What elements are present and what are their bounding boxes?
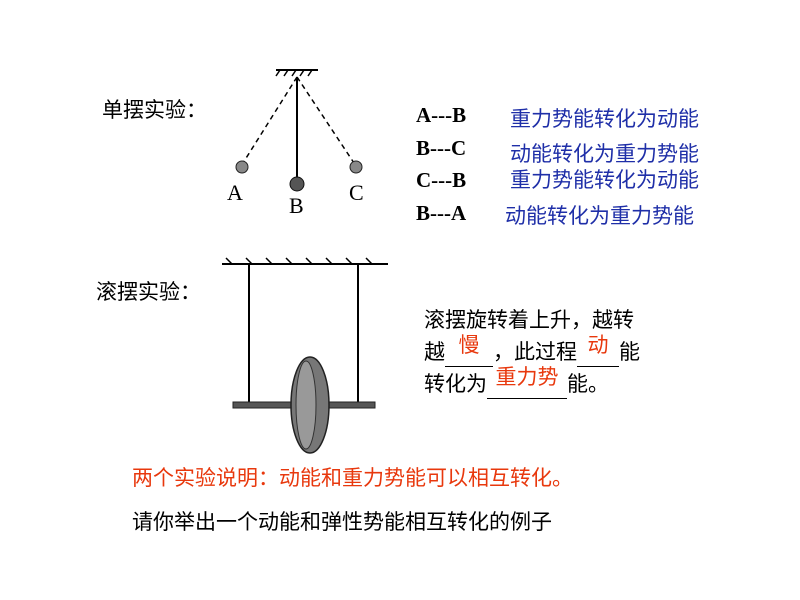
question-text: 请你举出一个动能和弹性势能相互转化的例子 (132, 510, 552, 534)
wheel-ceiling-hatch (225, 257, 373, 265)
pendulum-string-left (242, 76, 298, 164)
maxwell-title: 滚摆实验： (96, 280, 201, 304)
segment-description: 重力势能转化为动能 (510, 107, 699, 131)
answer-2: 动 (587, 333, 609, 357)
point-label-b: B (289, 193, 304, 218)
answer-blank-1: 慢 (445, 333, 493, 367)
maxwell-line3-suffix: 能。 (567, 372, 609, 396)
segment-description: 重力势能转化为动能 (510, 168, 699, 192)
pendulum-bob-a (235, 160, 249, 174)
maxwell-wheel-diagram (222, 257, 388, 454)
maxwell-line-3: 转化为重力势能。 (424, 365, 609, 399)
answer-blank-2: 动 (577, 333, 619, 367)
segment-label: B---A (416, 201, 467, 225)
maxwell-line-1: 滚摆旋转着上升，越转 (424, 308, 634, 332)
maxwell-line3-prefix: 转化为 (424, 372, 487, 396)
maxwell-line-2: 越慢 ，此过程动能 (424, 333, 640, 367)
pendulum-title: 单摆实验： (102, 98, 207, 122)
pendulum-bob-c (349, 160, 363, 174)
point-label-c: C (349, 180, 364, 205)
pendulum-ceiling-hatch (275, 69, 313, 77)
segment-label: C---B (416, 168, 467, 192)
answer-1: 慢 (458, 333, 480, 357)
segment-description: 动能转化为重力势能 (510, 142, 699, 166)
answer-blank-3: 重力势 (487, 365, 567, 399)
wheel-disc-face (295, 360, 317, 450)
maxwell-line2-mid: ，此过程 (493, 340, 577, 364)
pendulum-string-right (296, 76, 355, 164)
pendulum-bob-b (289, 176, 305, 192)
conclusion-text: 两个实验说明：动能和重力势能可以相互转化。 (132, 466, 573, 490)
segment-label: B---C (416, 136, 467, 160)
point-label-a: A (227, 180, 243, 205)
segment-label: A---B (416, 103, 467, 127)
maxwell-line2-prefix: 越 (424, 340, 445, 364)
maxwell-line2-suffix: 能 (619, 340, 640, 364)
answer-3: 重力势 (495, 365, 559, 389)
segment-description: 动能转化为重力势能 (505, 204, 694, 228)
simple-pendulum-diagram (235, 69, 363, 192)
